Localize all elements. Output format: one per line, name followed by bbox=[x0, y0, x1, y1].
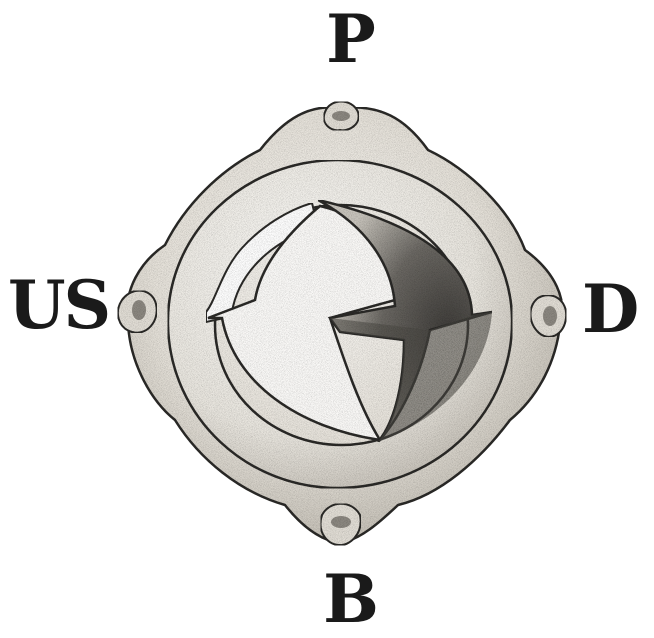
label-top: P bbox=[300, 6, 400, 72]
knob-left bbox=[118, 291, 157, 333]
label-bottom: B bbox=[300, 566, 400, 632]
knob-bottom bbox=[321, 504, 361, 545]
label-right: D bbox=[582, 276, 652, 342]
knob-top bbox=[324, 102, 359, 131]
knob-right bbox=[531, 295, 567, 337]
label-left: US bbox=[8, 272, 104, 338]
